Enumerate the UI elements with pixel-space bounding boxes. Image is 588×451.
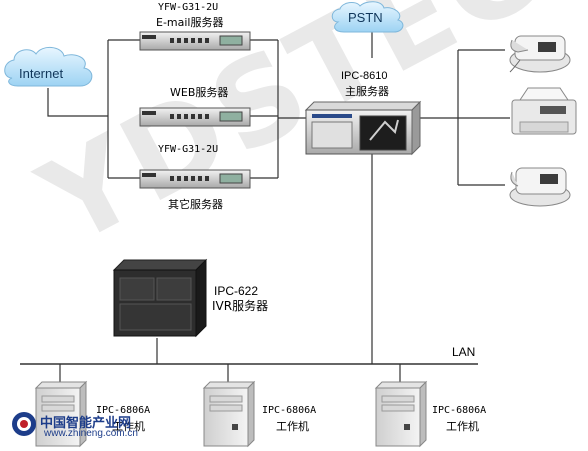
- other-server-icon: [139, 169, 251, 189]
- logo-emblem-icon: [12, 412, 36, 436]
- workstation-3-icon: [374, 380, 428, 448]
- main-server-name: 主服务器: [345, 85, 389, 98]
- main-server-icon: [304, 100, 422, 156]
- other-server-name: 其它服务器: [168, 198, 223, 211]
- workstation-3-name: 工作机: [446, 420, 479, 433]
- logo-title: 中国智能产业网: [40, 416, 132, 431]
- workstation-1-icon: [34, 380, 88, 448]
- pstn-label: PSTN: [348, 10, 383, 25]
- pstn-cloud-icon: [331, 1, 404, 33]
- main-server-model: IPC-8610: [341, 70, 388, 82]
- internet-cloud-icon: [4, 47, 93, 87]
- ivr-server-model: IPC-622: [214, 284, 259, 298]
- email-server-name: E-mail服务器: [156, 16, 224, 29]
- workstation-2-name: 工作机: [276, 420, 309, 433]
- email-server-model: YFW-G31-2U: [158, 2, 219, 13]
- web-server-icon: [139, 107, 251, 127]
- logo-url: www.zhineng.com.cn: [44, 428, 138, 439]
- web-server-name: WEB服务器: [170, 86, 229, 99]
- lan-label: LAN: [452, 345, 476, 359]
- fax-machine-icon: [511, 87, 577, 135]
- workstation-1-model: IPC-6806A: [96, 405, 151, 416]
- workstation-3-model: IPC-6806A: [432, 405, 487, 416]
- connection-lines: [20, 32, 510, 388]
- internet-label: Internet: [19, 66, 64, 81]
- ivr-server-name: IVR服务器: [212, 299, 269, 313]
- phone-top-icon: [509, 35, 571, 73]
- phone-bottom-icon: [509, 167, 571, 207]
- workstation-2-icon: [202, 380, 256, 448]
- workstation-2-model: IPC-6806A: [262, 405, 317, 416]
- email-server-icon: [139, 31, 251, 51]
- workstation-1-name: 工作机: [112, 420, 145, 433]
- other-server-model: YFW-G31-2U: [158, 144, 219, 155]
- ivr-server-icon: [112, 258, 208, 338]
